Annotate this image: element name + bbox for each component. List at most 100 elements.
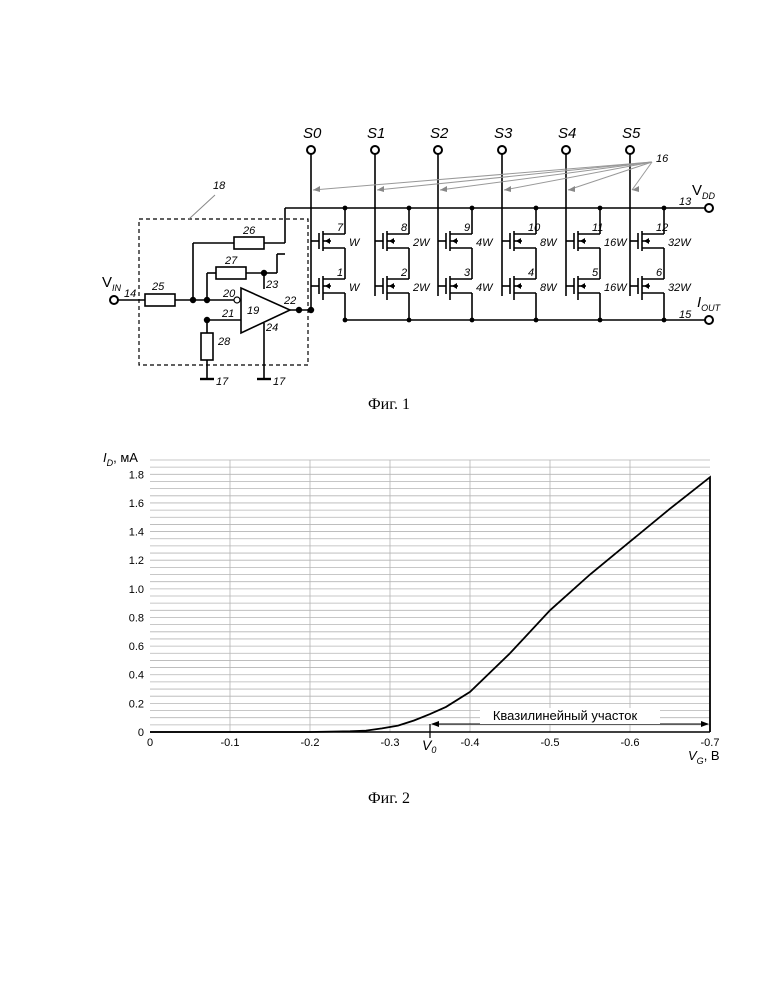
leader-16 xyxy=(440,162,652,190)
ref-18: 18 xyxy=(213,180,226,192)
select-label-s3: S3 xyxy=(494,125,513,142)
vdd-label: VDD xyxy=(692,182,716,201)
vin-terminal xyxy=(110,296,118,304)
ref-20: 20 xyxy=(222,288,236,300)
y-axis-label: ID, мА xyxy=(103,450,138,468)
select-terminal xyxy=(371,146,379,154)
ref-23: 23 xyxy=(265,279,279,291)
resistor-27 xyxy=(216,267,246,279)
x-tick-label: -0.6 xyxy=(621,737,640,749)
select-label-s1: S1 xyxy=(367,125,385,142)
ref-28: 28 xyxy=(217,336,231,348)
body-arrow xyxy=(325,238,330,244)
transistor-top: 82W xyxy=(375,222,431,251)
width-label: 8W xyxy=(540,237,558,249)
transistor-top: 7W xyxy=(311,222,361,251)
width-label: 16W xyxy=(604,282,628,294)
x-tick-label: 0 xyxy=(147,737,153,749)
y-tick-label: 1.8 xyxy=(129,469,144,481)
transistor-number: 2 xyxy=(400,267,407,279)
body-arrow xyxy=(644,238,649,244)
ref-26: 26 xyxy=(242,225,256,237)
y-tick-label: 1.4 xyxy=(129,527,144,539)
body-arrow xyxy=(580,238,585,244)
ref-22: 22 xyxy=(283,295,296,307)
cell-s2: S2 9 4W 3 4W xyxy=(430,125,494,322)
transistor-number: 9 xyxy=(464,222,470,234)
ref-19: 19 xyxy=(247,305,259,317)
ref-27: 27 xyxy=(224,255,238,267)
transistor-number: 1 xyxy=(337,267,343,279)
body-arrow xyxy=(389,238,394,244)
y-tick-label: 0.8 xyxy=(129,612,144,624)
leader-16 xyxy=(632,162,652,190)
transistor-number: 4 xyxy=(528,267,534,279)
ref-17b: 17 xyxy=(273,376,286,388)
select-label-s0: S0 xyxy=(303,125,322,142)
y-tick-label: 1.0 xyxy=(129,584,144,596)
ref-16: 16 xyxy=(656,153,669,165)
ref-17a: 17 xyxy=(216,376,229,388)
circuit-diagram: S07W1WS182W22WS294W34WS3108W48WS41116W51… xyxy=(0,0,780,390)
width-label: 32W xyxy=(668,237,692,249)
transistor-number: 12 xyxy=(656,222,668,234)
cell-s1: S1 82W 2 2W xyxy=(367,125,431,322)
ref-15: 15 xyxy=(679,309,692,321)
transistor-number: 3 xyxy=(464,267,471,279)
body-arrow xyxy=(325,283,330,289)
body-arrow xyxy=(452,283,457,289)
iout-label: IOUT xyxy=(697,294,722,313)
vdd-terminal xyxy=(705,204,713,212)
x-tick-label: -0.5 xyxy=(541,737,560,749)
id-vg-chart: 00.20.40.60.81.01.21.41.61.80-0.1-0.2-0.… xyxy=(0,440,780,780)
select-terminal xyxy=(434,146,442,154)
v0-label: V0 xyxy=(422,737,436,755)
transistor-bottom: 1W xyxy=(311,267,361,296)
transistor-number: 5 xyxy=(592,267,599,279)
x-tick-label: -0.3 xyxy=(381,737,400,749)
cell-s0: S0 7W 1W xyxy=(303,125,361,322)
transistor-top: 9 4W xyxy=(438,222,494,251)
resistor-26 xyxy=(234,237,264,249)
width-label: 4W xyxy=(476,237,494,249)
y-tick-label: 1.6 xyxy=(129,498,144,510)
arrowhead-right xyxy=(701,721,709,727)
width-label: 2W xyxy=(412,237,431,249)
transistor-number: 6 xyxy=(656,267,663,279)
y-tick-label: 0.4 xyxy=(129,670,144,682)
y-tick-label: 0.6 xyxy=(129,641,144,653)
transistor-top: 1232W xyxy=(630,222,692,251)
region-label: Квазилинейный участок xyxy=(493,708,638,723)
transistor-number: 11 xyxy=(592,222,603,234)
cell-s3: S3 10 8W 48W xyxy=(494,125,558,322)
width-label: 2W xyxy=(412,282,431,294)
width-label: W xyxy=(349,282,361,294)
select-terminal xyxy=(498,146,506,154)
id-vg-curve xyxy=(150,477,710,732)
transistor-bottom: 2 2W xyxy=(375,267,431,296)
width-label: 32W xyxy=(668,282,692,294)
transistor-bottom: 48W xyxy=(502,267,558,296)
ref-14: 14 xyxy=(124,288,136,300)
body-arrow xyxy=(516,283,521,289)
y-tick-label: 1.2 xyxy=(129,555,144,567)
x-tick-label: -0.1 xyxy=(221,737,240,749)
body-arrow xyxy=(389,283,394,289)
transistor-bottom: 5 16W xyxy=(566,267,628,296)
transistor-top: 1116W xyxy=(566,222,628,251)
cell-s4: S41116W516W xyxy=(558,125,628,322)
leader-18 xyxy=(189,195,215,219)
transistor-number: 10 xyxy=(528,222,541,234)
resistor-28 xyxy=(201,333,213,360)
body-arrow xyxy=(452,238,457,244)
y-tick-label: 0 xyxy=(138,727,144,739)
width-label: 4W xyxy=(476,282,494,294)
vin-label: VIN xyxy=(102,274,122,293)
select-label-s5: S5 xyxy=(622,125,641,142)
ref-25: 25 xyxy=(151,281,165,293)
leader-16 xyxy=(313,162,652,190)
select-label-s2: S2 xyxy=(430,125,449,142)
resistor-25 xyxy=(145,294,175,306)
arrowhead-left xyxy=(431,721,439,727)
